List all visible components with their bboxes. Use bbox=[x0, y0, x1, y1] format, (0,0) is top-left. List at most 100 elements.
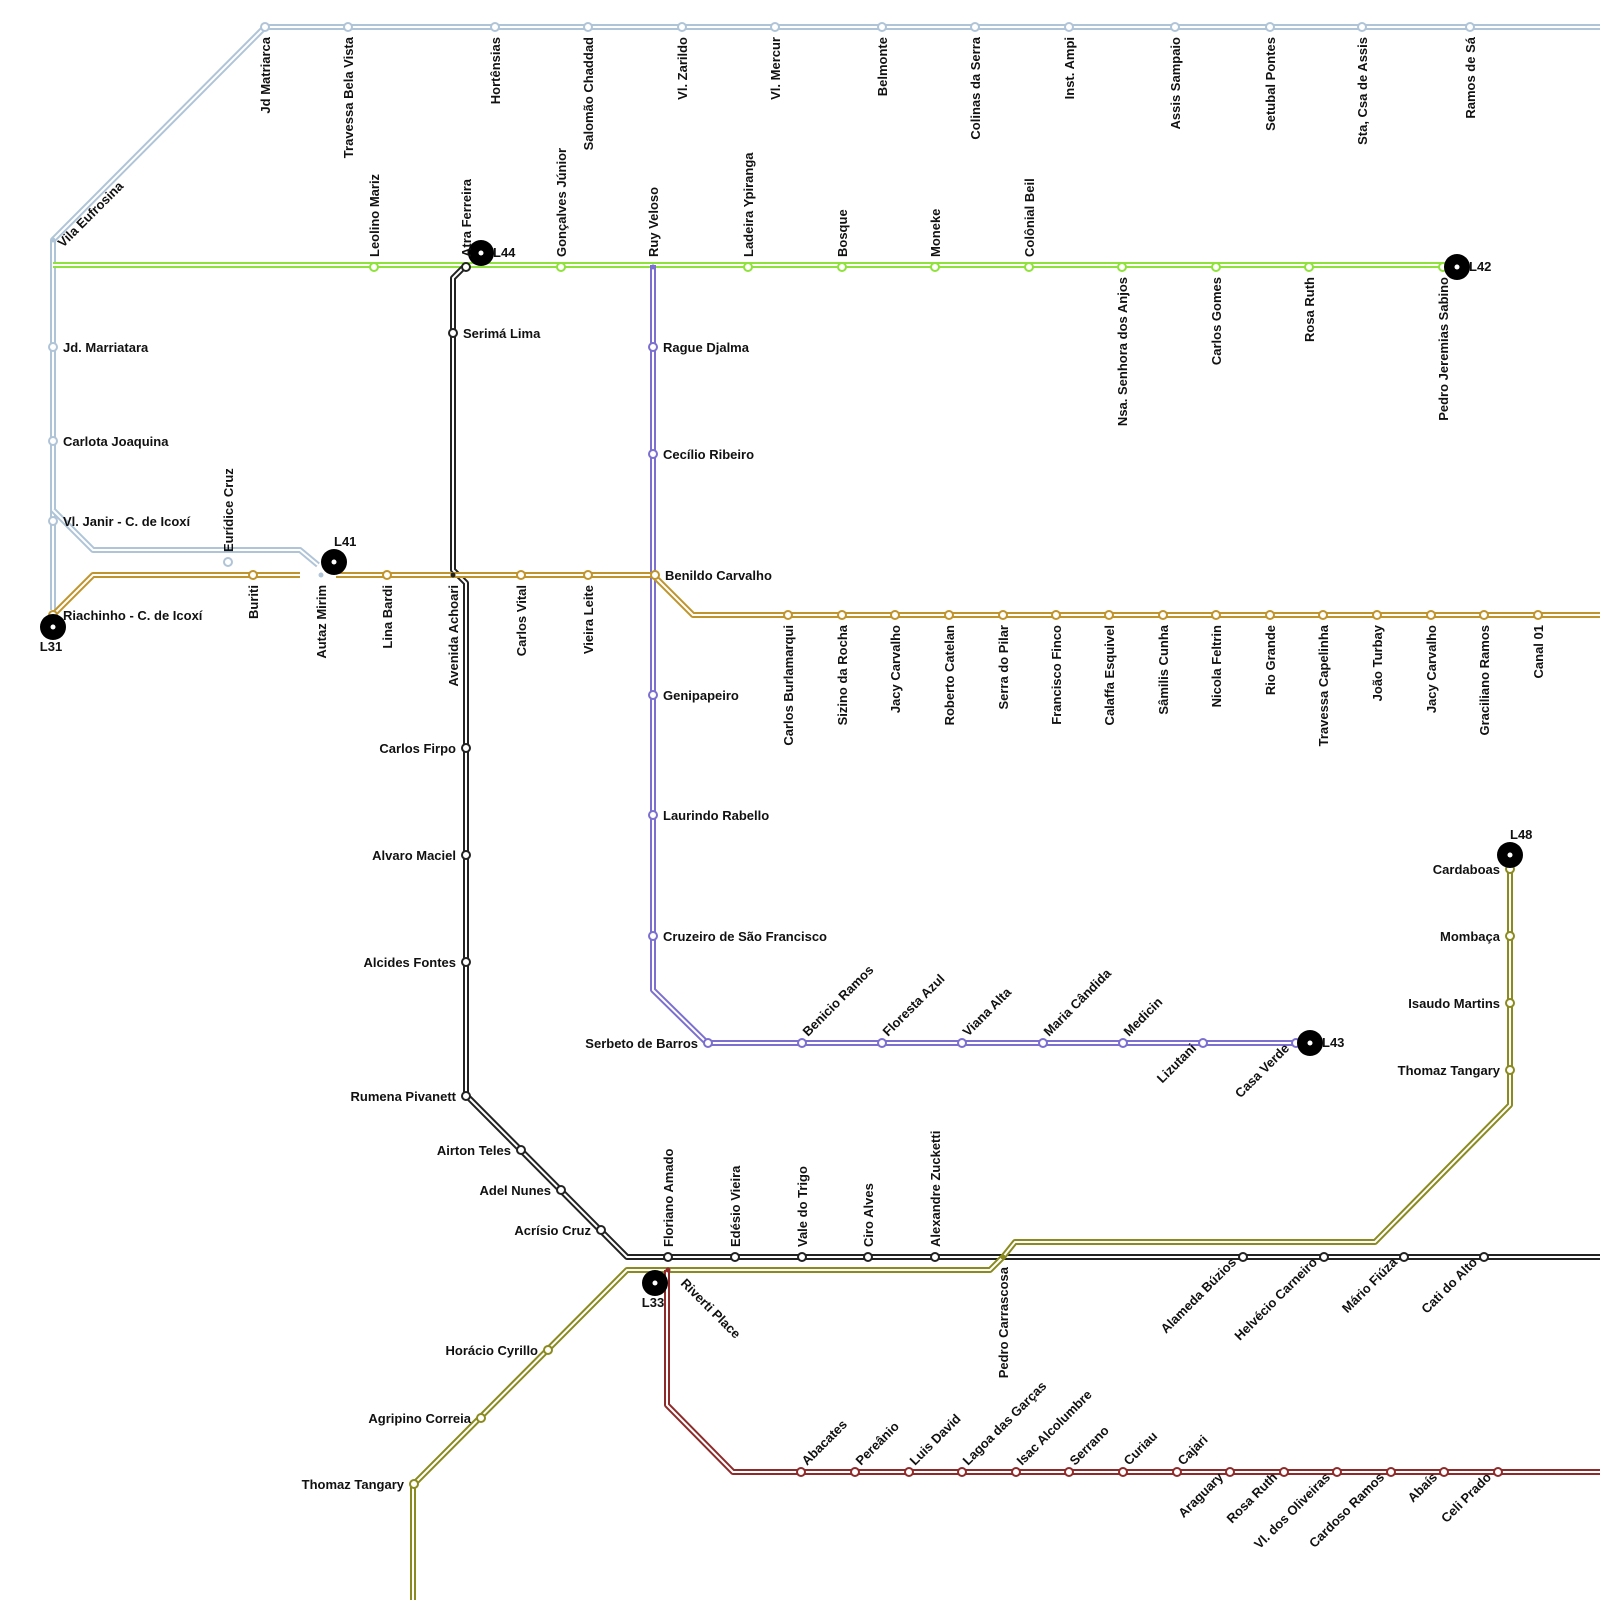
station-colinas-da-serra-marker[interactable] bbox=[970, 22, 980, 32]
station-samilis-cunha-marker[interactable] bbox=[1158, 610, 1168, 620]
station-mombaca-marker[interactable] bbox=[1505, 931, 1515, 941]
station-rio-grande-marker[interactable] bbox=[1265, 610, 1275, 620]
station-genipapeiro-marker[interactable] bbox=[648, 690, 658, 700]
station-vl-mercur-marker[interactable] bbox=[770, 22, 780, 32]
station-carlos-firpo-marker[interactable] bbox=[461, 743, 471, 753]
station-vieira-leite-marker[interactable] bbox=[583, 570, 593, 580]
station-araguary-marker[interactable] bbox=[1225, 1467, 1235, 1477]
station-luis-david-marker[interactable] bbox=[904, 1467, 914, 1477]
station-serrano-marker[interactable] bbox=[1064, 1467, 1074, 1477]
station-avenida-achoari-dot[interactable] bbox=[450, 572, 456, 578]
station-cruzeiro-de-sao-francisco-marker[interactable] bbox=[648, 931, 658, 941]
station-jacy-carvalho-marker[interactable] bbox=[890, 610, 900, 620]
station-alexandre-zucketti-marker[interactable] bbox=[930, 1252, 940, 1262]
station-pereanio-marker[interactable] bbox=[850, 1467, 860, 1477]
station-lagoa-das-garcas-marker[interactable] bbox=[957, 1467, 967, 1477]
station-thomaz-tangary-marker[interactable] bbox=[409, 1479, 419, 1489]
station-abacates-marker[interactable] bbox=[796, 1467, 806, 1477]
station-maria-candida-marker[interactable] bbox=[1038, 1038, 1048, 1048]
station-jd-marriatara-marker[interactable] bbox=[48, 342, 58, 352]
station-abais-marker[interactable] bbox=[1439, 1467, 1449, 1477]
station-lina-bardi-marker[interactable] bbox=[382, 570, 392, 580]
station-calaffa-esquivel-marker[interactable] bbox=[1104, 610, 1114, 620]
station-ciro-alves-marker[interactable] bbox=[863, 1252, 873, 1262]
station-colonial-beil-marker[interactable] bbox=[1024, 262, 1034, 272]
station-curiau-marker[interactable] bbox=[1118, 1467, 1128, 1477]
station-euridice-cruz-marker[interactable] bbox=[223, 557, 233, 567]
station-alvaro-maciel-marker[interactable] bbox=[461, 850, 471, 860]
station-serra-do-pilar-marker[interactable] bbox=[998, 610, 1008, 620]
station-vila-eufrosina-dot[interactable] bbox=[50, 237, 56, 243]
station-isaudo-martins-marker[interactable] bbox=[1505, 998, 1515, 1008]
station-serbeto-de-barros-marker[interactable] bbox=[703, 1038, 713, 1048]
station-vl-janir-c-de-icoxi-marker[interactable] bbox=[48, 516, 58, 526]
station-bosque-marker[interactable] bbox=[837, 262, 847, 272]
station-rumena-pivanett-marker[interactable] bbox=[461, 1091, 471, 1101]
station-leolino-mariz-marker[interactable] bbox=[369, 262, 379, 272]
station-nsa-senhora-dos-anjos-marker[interactable] bbox=[1117, 262, 1127, 272]
station-jacy-carvalho-marker[interactable] bbox=[1426, 610, 1436, 620]
station-floriano-amado-marker[interactable] bbox=[663, 1252, 673, 1262]
station-isac-alcolumbre-marker[interactable] bbox=[1011, 1467, 1021, 1477]
station-medicin-marker[interactable] bbox=[1118, 1038, 1128, 1048]
station-horacio-cyrillo-marker[interactable] bbox=[543, 1345, 553, 1355]
station-salomao-chaddad-marker[interactable] bbox=[583, 22, 593, 32]
station-thomaz-tangary-marker[interactable] bbox=[1505, 1065, 1515, 1075]
station-edesio-vieira-marker[interactable] bbox=[730, 1252, 740, 1262]
station-atra-ferreira-marker[interactable] bbox=[461, 262, 471, 272]
station-nicola-feltrin-marker[interactable] bbox=[1211, 610, 1221, 620]
station-benildo-carvalho-marker[interactable] bbox=[650, 570, 660, 580]
station-cardoso-ramos-marker[interactable] bbox=[1386, 1467, 1396, 1477]
station-ladeira-ypiranga-marker[interactable] bbox=[743, 262, 753, 272]
station-floresta-azul-marker[interactable] bbox=[877, 1038, 887, 1048]
station-jd-matriarca-marker[interactable] bbox=[260, 22, 270, 32]
station-riverti-place-dot[interactable] bbox=[665, 1267, 671, 1273]
station-helvecio-carneiro-marker[interactable] bbox=[1319, 1252, 1329, 1262]
station-buriti-marker[interactable] bbox=[248, 570, 258, 580]
station-graciliano-ramos-marker[interactable] bbox=[1479, 610, 1489, 620]
station-roberto-catelan-marker[interactable] bbox=[944, 610, 954, 620]
station-travessa-bela-vista-marker[interactable] bbox=[343, 22, 353, 32]
station-sta-csa-de-assis-marker[interactable] bbox=[1357, 22, 1367, 32]
station-vl-dos-oliveiras-marker[interactable] bbox=[1332, 1467, 1342, 1477]
station-pedro-carrascosa-dot[interactable] bbox=[1000, 1254, 1006, 1260]
station-cajari-marker[interactable] bbox=[1172, 1467, 1182, 1477]
station-rosa-ruth-marker[interactable] bbox=[1279, 1467, 1289, 1477]
station-autaz-mirim-dot[interactable] bbox=[318, 572, 324, 578]
station-mario-fiuza-marker[interactable] bbox=[1399, 1252, 1409, 1262]
station-lizutani-marker[interactable] bbox=[1198, 1038, 1208, 1048]
station-carlos-burlamarqui-marker[interactable] bbox=[783, 610, 793, 620]
station-laurindo-rabello-marker[interactable] bbox=[648, 810, 658, 820]
station-carlota-joaquina-marker[interactable] bbox=[48, 436, 58, 446]
station-agripino-correia-marker[interactable] bbox=[476, 1413, 486, 1423]
station-setubal-pontes-marker[interactable] bbox=[1265, 22, 1275, 32]
station-vale-do-trigo-marker[interactable] bbox=[797, 1252, 807, 1262]
station-vl-zarildo-marker[interactable] bbox=[677, 22, 687, 32]
station-assis-sampaio-marker[interactable] bbox=[1170, 22, 1180, 32]
station-belmonte-marker[interactable] bbox=[877, 22, 887, 32]
station-rosa-ruth-marker[interactable] bbox=[1304, 262, 1314, 272]
station-inst-ampi-marker[interactable] bbox=[1064, 22, 1074, 32]
station-canal-01-marker[interactable] bbox=[1533, 610, 1543, 620]
station-celi-prado-marker[interactable] bbox=[1493, 1467, 1503, 1477]
station-ramos-de-sa-marker[interactable] bbox=[1465, 22, 1475, 32]
station-moneke-marker[interactable] bbox=[930, 262, 940, 272]
station-alcides-fontes-marker[interactable] bbox=[461, 957, 471, 967]
station-serima-lima-marker[interactable] bbox=[448, 328, 458, 338]
station-alameda-buzios-marker[interactable] bbox=[1238, 1252, 1248, 1262]
station-acrisio-cruz-marker[interactable] bbox=[596, 1225, 606, 1235]
station-goncalves-junior-marker[interactable] bbox=[556, 262, 566, 272]
station-cati-do-alto-marker[interactable] bbox=[1479, 1252, 1489, 1262]
station-cecilio-ribeiro-marker[interactable] bbox=[648, 449, 658, 459]
station-francisco-finco-marker[interactable] bbox=[1051, 610, 1061, 620]
station-carlos-gomes-marker[interactable] bbox=[1211, 262, 1221, 272]
station-sizino-da-rocha-marker[interactable] bbox=[837, 610, 847, 620]
station-adel-nunes-marker[interactable] bbox=[556, 1185, 566, 1195]
station-benicio-ramos-marker[interactable] bbox=[797, 1038, 807, 1048]
station-joao-turbay-marker[interactable] bbox=[1372, 610, 1382, 620]
station-carlos-vital-marker[interactable] bbox=[516, 570, 526, 580]
station-airton-teles-marker[interactable] bbox=[516, 1145, 526, 1155]
station-viana-alta-marker[interactable] bbox=[957, 1038, 967, 1048]
station-travessa-capelinha-marker[interactable] bbox=[1318, 610, 1328, 620]
station-hortensias-marker[interactable] bbox=[490, 22, 500, 32]
